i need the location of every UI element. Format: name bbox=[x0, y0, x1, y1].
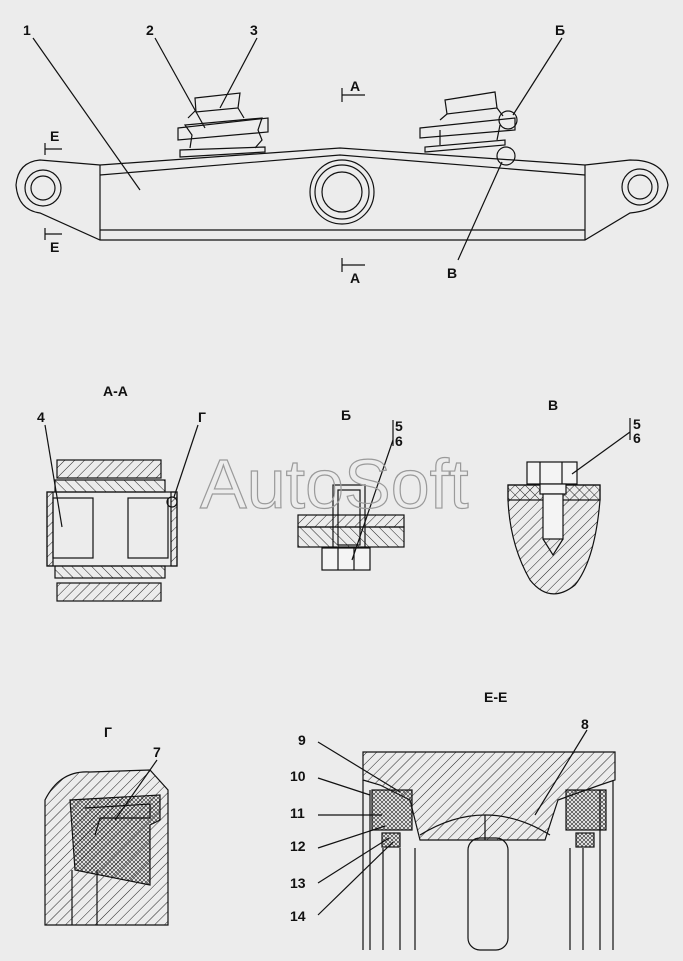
section-ee-view bbox=[317, 729, 616, 951]
callout-5b: 5 bbox=[633, 416, 641, 432]
beam-main-view bbox=[15, 37, 669, 272]
view-title-ee: Е-Е bbox=[484, 689, 507, 705]
callout-2: 2 bbox=[146, 22, 154, 38]
section-a-bottom: А bbox=[350, 270, 360, 286]
callout-13: 13 bbox=[290, 875, 306, 891]
callout-9: 9 bbox=[298, 732, 306, 748]
section-e-bottom: Е bbox=[50, 239, 59, 255]
callout-12: 12 bbox=[290, 838, 306, 854]
section-aa-view bbox=[44, 424, 199, 602]
view-title-b: Б bbox=[341, 407, 351, 423]
view-title-g: Г bbox=[104, 724, 112, 740]
callout-1: 1 bbox=[23, 22, 31, 38]
view-g bbox=[44, 759, 169, 926]
callout-4: 4 bbox=[37, 409, 45, 425]
view-v bbox=[507, 418, 631, 595]
view-b bbox=[297, 420, 405, 571]
callout-11: 11 bbox=[290, 805, 305, 821]
callout-14: 14 bbox=[290, 908, 306, 924]
mark-b-main: Б bbox=[555, 22, 565, 38]
callout-6b: 6 bbox=[633, 430, 641, 446]
callout-3: 3 bbox=[250, 22, 258, 38]
mark-v-main: В bbox=[447, 265, 457, 281]
watermark: AutoSoft bbox=[200, 445, 469, 523]
mark-g: Г bbox=[198, 409, 206, 425]
callout-8: 8 bbox=[581, 716, 589, 732]
section-e-top: Е bbox=[50, 128, 59, 144]
section-a-top: А bbox=[350, 78, 360, 94]
labels: 1 2 3 Б В А А Е Е А-А Б В Г Е-Е 4 Г 5 6 … bbox=[23, 22, 641, 924]
view-title-v: В bbox=[548, 397, 558, 413]
callout-7: 7 bbox=[153, 744, 161, 760]
callout-10: 10 bbox=[290, 768, 306, 784]
callout-6: 6 bbox=[395, 433, 403, 449]
view-title-aa: А-А bbox=[103, 383, 128, 399]
callout-5: 5 bbox=[395, 418, 403, 434]
